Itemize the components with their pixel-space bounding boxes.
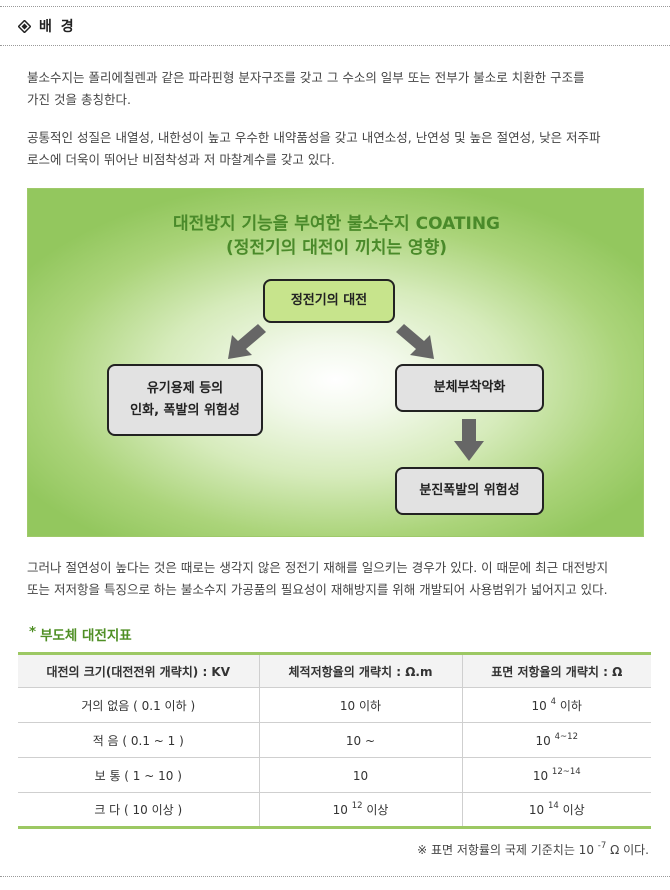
section-title: 배 경: [39, 19, 76, 35]
paragraph-line: 불소수지는 폴리에칠렌과 같은 파라핀형 분자구조를 갖고 그 수소의 일부 또…: [27, 70, 585, 85]
cell-surface: 10 12~14: [462, 757, 651, 793]
diagram-subtitle: (정전기의 대전이 끼치는 영향): [226, 238, 447, 258]
table-row: 거의 없음 ( 0.1 이하 ) 10 이하 10 4 이하: [18, 687, 651, 723]
box-text-line: 인화, 폭발의 위험성: [130, 403, 240, 418]
table-row: 보 통 ( 1 ~ 10 ) 10 10 12~14: [18, 757, 651, 793]
cell-surface: 10 14 이상: [462, 792, 651, 829]
cell-charge: 거의 없음 ( 0.1 이하 ): [18, 687, 260, 723]
box-solvent-ignition-risk: 유기용제 등의 인화, 폭발의 위험성: [107, 364, 263, 436]
cell-charge: 보 통 ( 1 ~ 10 ): [18, 757, 260, 793]
cell-surface: 10 4 이하: [462, 687, 651, 723]
star-bullet: *: [29, 624, 37, 640]
intro-paragraph-2: 공통적인 성질은 내열성, 내한성이 높고 우수한 내약품성을 갖고 내연소성,…: [27, 127, 645, 171]
table-row: 적 음 ( 0.1 ~ 1 ) 10 ~ 10 4~12: [18, 722, 651, 758]
arrow-down-left-icon: [228, 321, 266, 359]
paragraph-line: 그러나 절연성이 높다는 것은 때로는 생각지 않은 정전기 재해를 일으키는 …: [27, 560, 609, 575]
header-dotted-rule: [0, 45, 670, 46]
arrow-down-icon: [454, 419, 484, 461]
cell-surface: 10 4~12: [462, 722, 651, 758]
header-volume-resistivity: 체적저항율의 개략치 : Ω.m: [259, 653, 463, 688]
paragraph-line: 가진 것을 총칭한다.: [27, 92, 131, 107]
box-powder-adhesion: 분체부착악화: [395, 364, 544, 412]
paragraph-line: 공통적인 성질은 내열성, 내한성이 높고 우수한 내약품성을 갖고 내연소성,…: [27, 130, 601, 145]
paragraph-line: 또는 저저항을 특징으로 하는 불소수지 가공품의 필요성이 재해방지를 위해 …: [27, 582, 608, 597]
section-header: 배 경: [18, 12, 76, 40]
cell-volume: 10: [259, 757, 463, 793]
static-charge-effects-diagram: 대전방지 기능을 부여한 불소수지 COATING (정전기의 대전이 끼치는 …: [27, 188, 644, 537]
box-static-charge: 정전기의 대전: [263, 279, 395, 323]
footnote-exponent: -7: [597, 841, 607, 851]
intro-paragraph-1: 불소수지는 폴리에칠렌과 같은 파라핀형 분자구조를 갖고 그 수소의 일부 또…: [27, 67, 645, 111]
cell-volume: 10 ~: [259, 722, 463, 758]
cell-charge: 크 다 ( 10 이상 ): [18, 792, 260, 829]
footnote: ※ 표면 저항률의 국제 기준치는 10 -7 Ω 이다.: [417, 841, 649, 858]
diagram-title: 대전방지 기능을 부여한 불소수지 COATING: [172, 214, 501, 234]
bottom-dotted-rule: [0, 876, 670, 877]
box-dust-explosion-risk: 분진폭발의 위험성: [395, 467, 544, 515]
box-text-line: 유기용제 등의: [146, 381, 224, 396]
table-row: 크 다 ( 10 이상 ) 10 12 이상 10 14 이상: [18, 792, 651, 829]
top-dotted-rule: [0, 6, 670, 7]
cell-volume: 10 12 이상: [259, 792, 463, 829]
table-heading: * 부도체 대전지표: [29, 624, 132, 644]
paragraph-line: 로스에 더욱이 뛰어난 비점착성과 저 마찰계수를 갖고 있다.: [27, 152, 335, 167]
table-heading-text: 부도체 대전지표: [40, 628, 132, 644]
header-charge-size: 대전의 크기(대전전위 개략치) : KV: [18, 653, 260, 688]
cell-charge: 적 음 ( 0.1 ~ 1 ): [18, 722, 260, 758]
diamond-bullet-icon: [18, 19, 31, 33]
table-header-row: 대전의 크기(대전전위 개략치) : KV 체적저항율의 개략치 : Ω.m 표…: [18, 653, 651, 688]
cell-volume: 10 이하: [259, 687, 463, 723]
arrow-down-right-icon: [396, 321, 434, 359]
header-surface-resistivity: 표면 저항율의 개략치 : Ω: [462, 653, 651, 688]
conclusion-paragraph: 그러나 절연성이 높다는 것은 때로는 생각지 않은 정전기 재해를 일으키는 …: [27, 557, 645, 601]
insulator-charge-index-table: 대전의 크기(대전전위 개략치) : KV 체적저항율의 개략치 : Ω.m 표…: [18, 652, 651, 829]
footnote-suffix: Ω 이다.: [610, 843, 649, 857]
footnote-text: ※ 표면 저항률의 국제 기준치는 10: [417, 843, 594, 857]
